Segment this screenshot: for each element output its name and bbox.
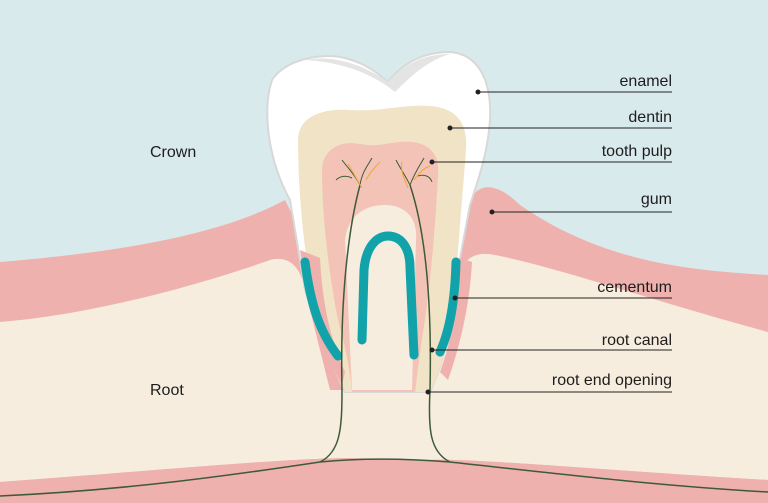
pulp-vessels xyxy=(347,161,431,189)
tooth-pulp-label: tooth pulp xyxy=(602,143,672,160)
crown-ridge xyxy=(305,54,450,92)
enamel-label: enamel xyxy=(620,73,672,90)
root-canal-right xyxy=(409,184,451,463)
dentin-label: dentin xyxy=(628,109,672,126)
root-canal-left xyxy=(319,184,361,463)
cementum-left xyxy=(300,257,343,361)
inner-cementum-arch xyxy=(357,231,419,360)
jaw-bone xyxy=(0,253,768,482)
crown-region-label: Crown xyxy=(150,144,196,161)
leader-dots xyxy=(425,89,495,395)
pulp-nerve-branches xyxy=(335,157,433,186)
gum-label: gum xyxy=(641,191,672,208)
cementum-right xyxy=(435,257,461,357)
nerve-floor-line xyxy=(0,458,768,497)
root-canal-label: root canal xyxy=(602,332,672,349)
root-end-opening-label: root end opening xyxy=(552,372,672,389)
cementum-label: cementum xyxy=(597,279,672,296)
lower-gum-strip xyxy=(0,458,768,503)
leader-lines xyxy=(428,91,672,393)
root-surround xyxy=(300,250,472,385)
root-region-label: Root xyxy=(150,382,184,399)
